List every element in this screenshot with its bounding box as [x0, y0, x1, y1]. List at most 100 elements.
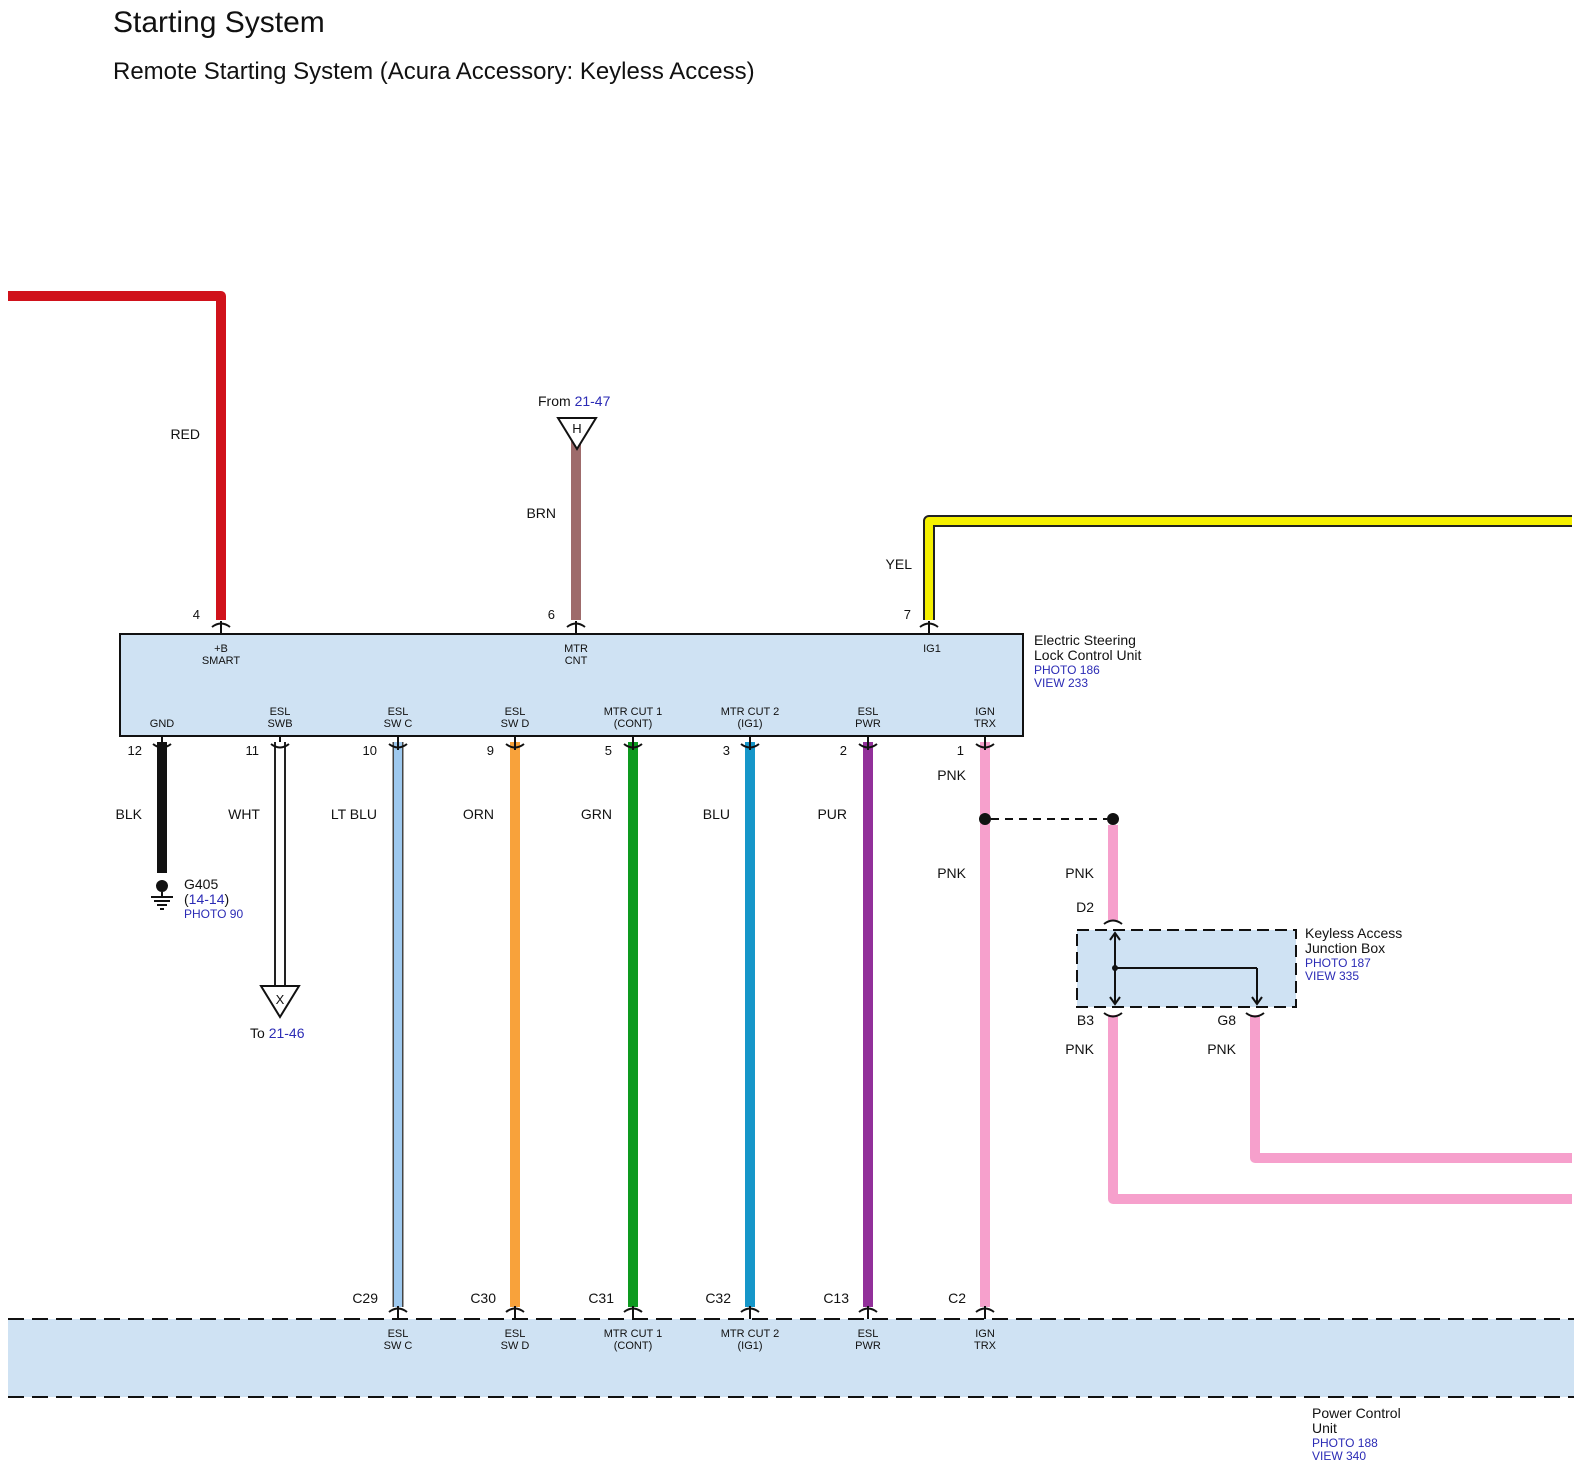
junction-box-photo-link[interactable]: PHOTO 187	[1305, 956, 1371, 970]
pin-label-eslswc-1: ESL	[388, 706, 409, 718]
esl-control-unit-box	[119, 633, 1024, 737]
esl-unit-photo-link[interactable]: PHOTO 186	[1034, 663, 1100, 677]
wire-label-blu: BLU	[703, 806, 730, 822]
triangle-letter-h: H	[572, 421, 581, 436]
junction-box-view-link[interactable]: VIEW 335	[1305, 969, 1359, 983]
wire-red	[8, 291, 226, 620]
pin-label-eslswb-2: SWB	[267, 718, 292, 730]
pin-number-1: 1	[957, 743, 964, 758]
to-ref-prefix: To	[250, 1025, 269, 1041]
pin-number-9: 9	[487, 743, 494, 758]
from-ref-link[interactable]: 21-47	[575, 393, 611, 409]
pcu-label-eslswd-1: ESL	[505, 1328, 526, 1340]
from-ref-prefix: From	[538, 393, 575, 409]
wire-label-brn: BRN	[526, 505, 556, 521]
pin-label-bsmart-1: +B	[214, 643, 228, 655]
svg-text:(14-14): (14-14)	[184, 891, 229, 907]
junction-box-node	[1112, 965, 1118, 971]
to-ref: X To 21-46	[250, 985, 305, 1041]
pcu-name-1: Power Control	[1312, 1405, 1401, 1421]
pin-label-igntrx-2: TRX	[974, 718, 997, 730]
wire-pnk-g8	[1250, 1015, 1572, 1163]
wire-pnk-b3	[1108, 1015, 1572, 1204]
splice-point-left	[979, 813, 991, 825]
pcu-label-igntrx-2: TRX	[974, 1340, 997, 1352]
junction-pin-d2: D2	[1076, 899, 1094, 915]
pin-number-4: 4	[193, 607, 200, 622]
pin-label-eslpwr-1: ESL	[858, 706, 879, 718]
pin-label-mtrcnt-2: CNT	[565, 655, 588, 667]
wire-yel-outline	[923, 515, 1572, 620]
junction-box-name-2: Junction Box	[1305, 940, 1385, 956]
junction-box-connectors	[1103, 919, 1265, 1018]
page-subtitle: Remote Starting System (Acura Accessory:…	[113, 58, 755, 85]
pin-number-11: 11	[246, 743, 260, 758]
pin-label-mtrcut1-1: MTR CUT 1	[604, 706, 662, 718]
pcu-pin-c13: C13	[823, 1290, 849, 1306]
wire-yel	[925, 517, 1572, 620]
pcu-photo-link[interactable]: PHOTO 188	[1312, 1436, 1378, 1450]
wire-label-blk: BLK	[116, 806, 143, 822]
pcu-view-link[interactable]: VIEW 340	[1312, 1449, 1366, 1463]
pcu-pin-c31: C31	[588, 1290, 614, 1306]
wire-label-yel: YEL	[886, 556, 913, 572]
pin-number-10: 10	[363, 743, 377, 758]
connector-top-7	[919, 621, 939, 634]
from-ref: From 21-47 H	[538, 393, 611, 451]
connectors-bottom-esl	[152, 736, 995, 750]
splice-point-right	[1107, 813, 1119, 825]
pin-label-eslswd-2: SW D	[501, 718, 530, 730]
wire-label-pnk-branch: PNK	[1065, 865, 1094, 881]
pin-label-mtrcut2-1: MTR CUT 2	[721, 706, 779, 718]
pcu-label-mtrcut2-1: MTR CUT 2	[721, 1328, 779, 1340]
pin-number-3: 3	[723, 743, 730, 758]
connector-top-6	[566, 621, 586, 634]
junction-pin-g8: G8	[1217, 1012, 1236, 1028]
pcu-label-igntrx-1: IGN	[975, 1328, 995, 1340]
triangle-connector-h	[556, 417, 598, 451]
to-ref-link[interactable]: 21-46	[269, 1025, 305, 1041]
pcu-connectors	[388, 1306, 995, 1319]
junction-pin-b3: B3	[1077, 1012, 1094, 1028]
ground-ref-link[interactable]: 14-14	[189, 891, 225, 907]
wire-label-grn: GRN	[581, 806, 612, 822]
triangle-letter-x: X	[276, 992, 285, 1007]
ground-symbol	[151, 880, 173, 910]
pcu-name-2: Unit	[1312, 1420, 1337, 1436]
pin-number-6: 6	[548, 607, 555, 622]
ground-ref-close: )	[224, 891, 229, 907]
pin-label-mtrcut2-2: (IG1)	[737, 718, 762, 730]
pcu-label-mtrcut2-2: (IG1)	[737, 1340, 762, 1352]
pin-label-mtrcut1-2: (CONT)	[614, 718, 653, 730]
connector-top-4	[211, 621, 231, 634]
pcu-box	[8, 1319, 1574, 1397]
pcu-label-eslswc-2: SW C	[384, 1340, 413, 1352]
pin-label-bsmart-2: SMART	[202, 655, 241, 667]
pcu-pin-c32: C32	[705, 1290, 731, 1306]
pin-label-eslpwr-2: PWR	[855, 718, 881, 730]
junction-box-name-1: Keyless Access	[1305, 925, 1402, 941]
ground-ref-open: (	[184, 891, 189, 907]
pcu-label-eslpwr-1: ESL	[858, 1328, 879, 1340]
svg-text:To 21-46: To 21-46	[250, 1025, 305, 1041]
ground-photo-link[interactable]: PHOTO 90	[184, 907, 243, 921]
pin-number-2: 2	[840, 743, 847, 758]
wire-label-pnk-b3: PNK	[1065, 1041, 1094, 1057]
triangle-connector-x	[259, 985, 301, 1019]
pin-label-eslswc-2: SW C	[384, 718, 413, 730]
ground-name: G405	[184, 876, 218, 892]
pin-label-mtrcnt-1: MTR	[564, 643, 588, 655]
pin-label-eslswb-1: ESL	[270, 706, 291, 718]
pin-number-12: 12	[128, 743, 142, 758]
pin-label-ig1: IG1	[923, 643, 941, 655]
esl-unit-view-link[interactable]: VIEW 233	[1034, 676, 1088, 690]
pin-number-7: 7	[904, 607, 911, 622]
pin-number-5: 5	[605, 743, 612, 758]
wire-label-orn: ORN	[463, 806, 494, 822]
pin-label-gnd: GND	[150, 718, 175, 730]
page-title: Starting System	[113, 6, 325, 39]
wire-label-pur: PUR	[817, 806, 847, 822]
pcu-label-eslswc-1: ESL	[388, 1328, 409, 1340]
pcu-label-mtrcut1-2: (CONT)	[614, 1340, 653, 1352]
